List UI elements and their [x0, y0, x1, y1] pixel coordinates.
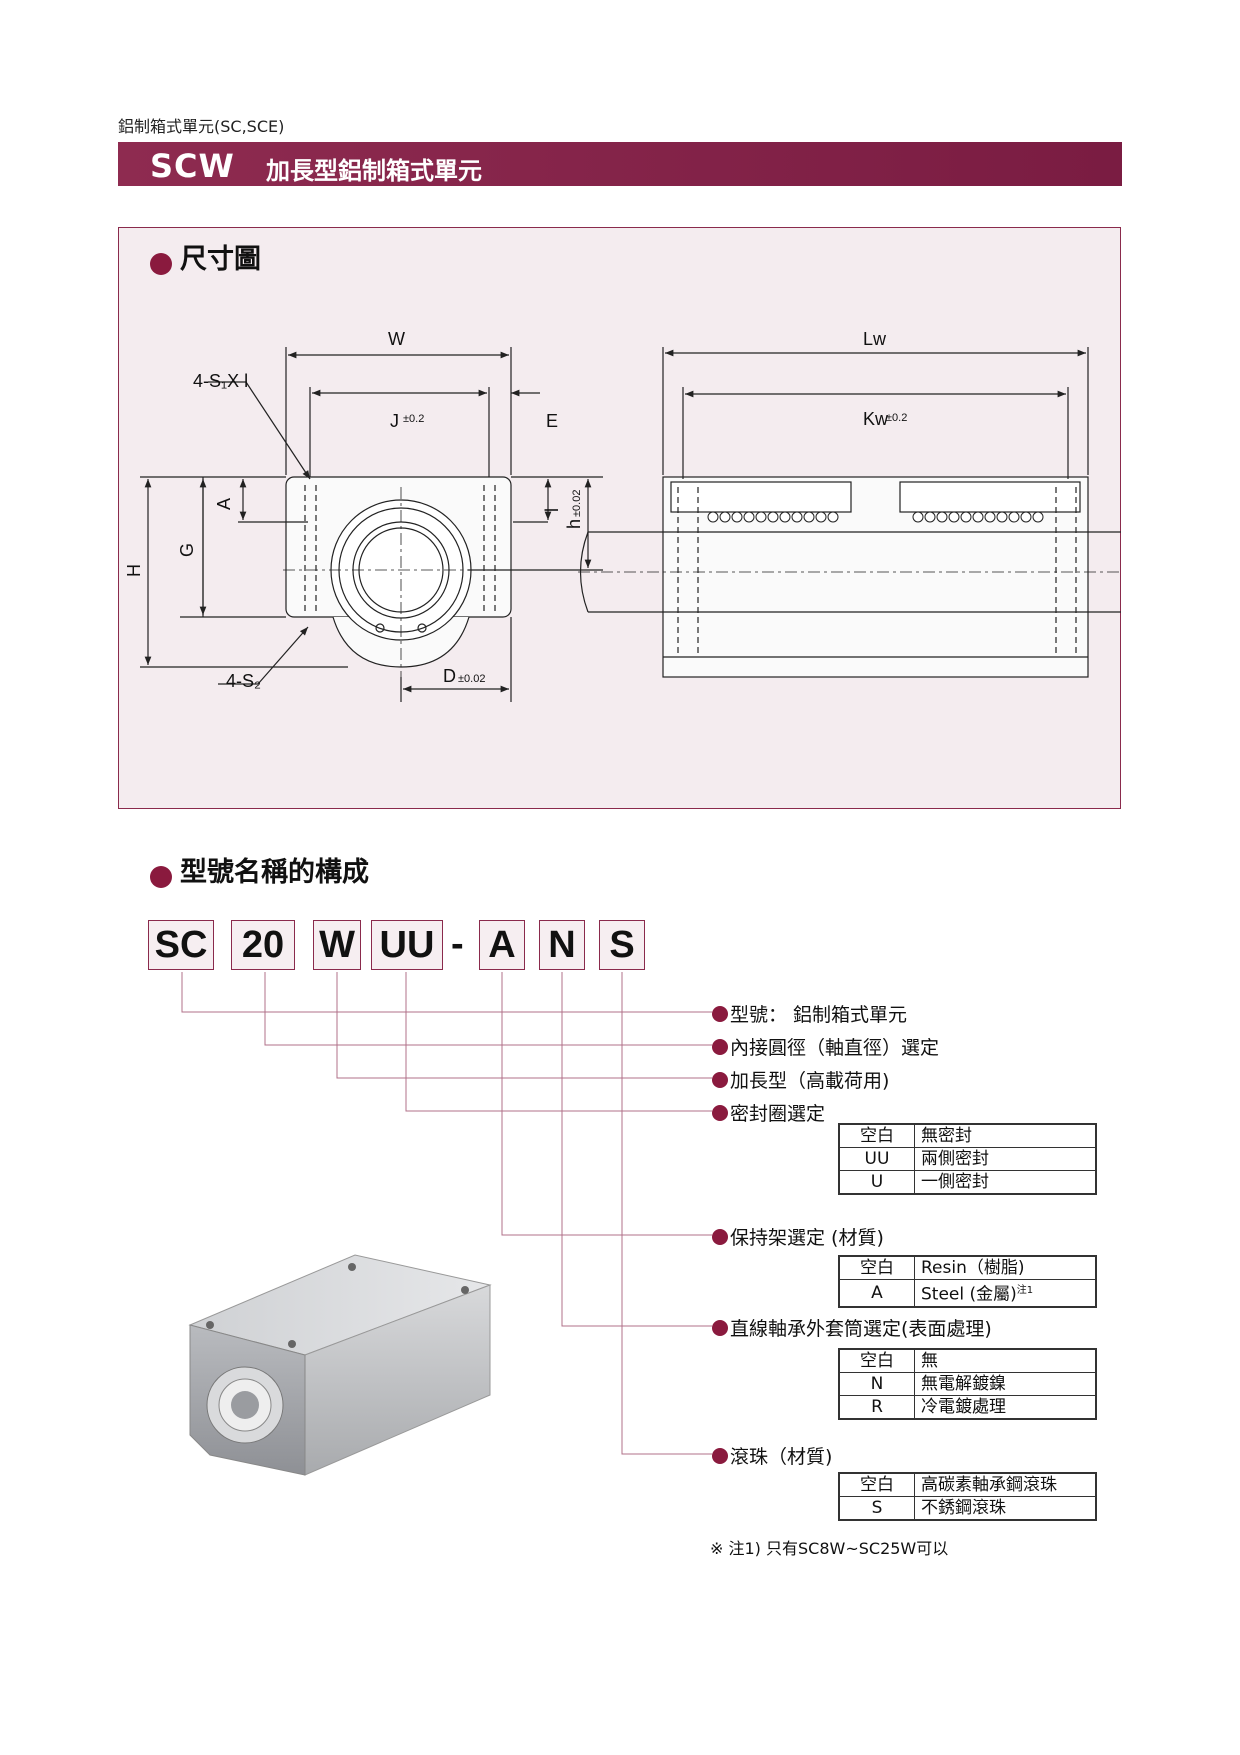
dimension-title: 尺寸圖: [180, 244, 261, 275]
bullet-icon: [712, 1320, 728, 1336]
bullet-icon: [712, 1006, 728, 1022]
option-surface: 直線軸承外套筒選定(表面處理): [712, 1314, 992, 1341]
bullet-icon: [712, 1072, 728, 1088]
option-series: 型號： 鋁制箱式單元: [712, 1000, 907, 1027]
label-h-small-tol: ±0.02: [571, 490, 583, 517]
bullet-icon: [150, 252, 172, 275]
label-g: G: [177, 543, 197, 557]
label-w: W: [388, 329, 405, 349]
category-label: 鋁制箱式單元(SC,SCE): [118, 117, 285, 136]
table-row: 空白無密封: [838, 1123, 1097, 1148]
option-diameter: 內接圓徑（軸直徑）選定: [712, 1033, 939, 1060]
option-seal: 密封圈選定: [712, 1099, 825, 1126]
code-part-seal: UU: [371, 920, 443, 970]
dimension-heading: 尺寸圖: [150, 237, 261, 276]
label-s2: 4-S₂: [226, 671, 261, 691]
model-heading: 型號名稱的構成: [150, 850, 369, 889]
label-kw-tol: ±0.2: [886, 412, 907, 424]
label-h-big: H: [124, 564, 144, 577]
option-ball: 滾珠（材質): [712, 1442, 832, 1469]
label-h-small: h: [564, 519, 584, 529]
code-dash: -: [451, 923, 464, 965]
code-part-retainer: A: [479, 920, 525, 970]
product-name: 加長型鋁制箱式單元: [266, 157, 482, 185]
dimension-drawing: 4-S₁X l W J ±0.2 E A l h ±0.02 H G 4-S₂ …: [124, 329, 1121, 702]
table-row: 空白無: [838, 1348, 1097, 1373]
label-d-tol: ±0.02: [458, 673, 485, 685]
bullet-icon: [712, 1039, 728, 1055]
code-part-long: W: [313, 920, 361, 970]
bullet-icon: [712, 1448, 728, 1464]
model-title: 型號名稱的構成: [180, 857, 369, 888]
label-s1: 4-S₁X l: [193, 371, 248, 391]
label-a: A: [214, 498, 234, 510]
product-photo: [188, 1254, 492, 1476]
label-j: J: [390, 411, 399, 431]
bullet-icon: [712, 1229, 728, 1245]
option-retainer: 保持架選定 (材質): [712, 1223, 884, 1250]
label-j-tol: ±0.2: [403, 413, 424, 425]
product-code: SCW: [150, 147, 235, 185]
bullet-icon: [150, 865, 172, 888]
code-part-surface: N: [539, 920, 585, 970]
title-bar: SCW 加長型鋁制箱式單元: [118, 142, 1122, 186]
label-lw: Lw: [863, 329, 887, 349]
label-d: D: [443, 666, 456, 686]
code-part-ball: S: [599, 920, 645, 970]
label-e: E: [546, 411, 558, 431]
code-part-series: SC: [148, 920, 214, 970]
table-row: 空白高碳素軸承鋼滾珠: [838, 1472, 1097, 1497]
label-kw: Kw: [863, 409, 889, 429]
option-long: 加長型（高載荷用): [712, 1066, 889, 1093]
code-part-diameter: 20: [231, 920, 295, 970]
footnote: ※ 注1) 只有SC8W~SC25W可以: [710, 1539, 949, 1558]
label-l: l: [542, 508, 562, 512]
bullet-icon: [712, 1105, 728, 1121]
